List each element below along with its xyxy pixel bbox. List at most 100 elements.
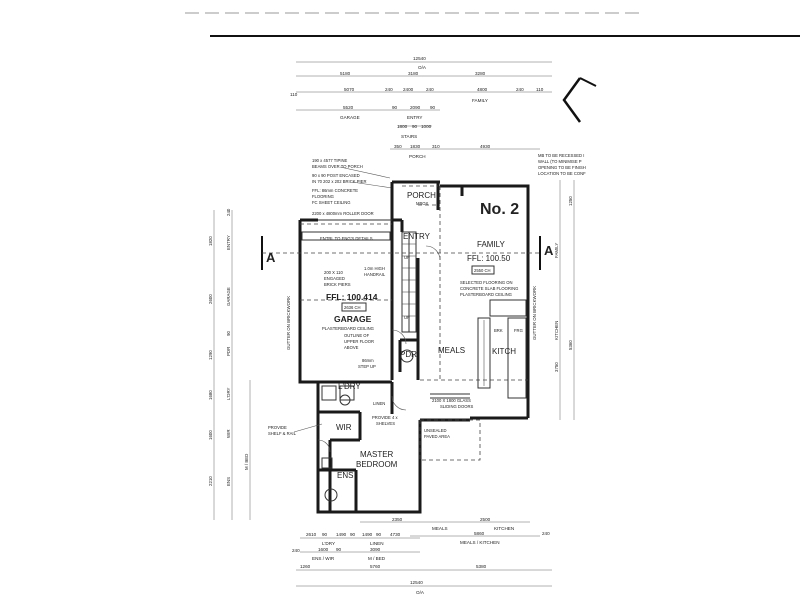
- note-text: PLASTERBOARD CEILING: [460, 292, 512, 297]
- note-text: SLIDING DOORS: [440, 404, 473, 409]
- note-text: BEAMS OVER TO PORCH: [312, 164, 363, 169]
- dim-text: 2610: [306, 532, 317, 537]
- dim-text: 90: [336, 547, 342, 552]
- room-meals: MEALS: [438, 346, 465, 355]
- dim-text: 90: [350, 532, 356, 537]
- dim-text: 350: [394, 144, 402, 149]
- right-dimension-strings: 1250 FAMILY 5360 KITCHEN 3750: [554, 180, 575, 420]
- dim-text: 4730: [390, 532, 401, 537]
- room-master: MASTER: [360, 450, 394, 459]
- dim-text: 4930: [480, 144, 491, 149]
- meter-box-note: MB TO BE RECESSED I WALL (TO MINIMISE P …: [538, 153, 586, 176]
- dim-text: PDR: [226, 347, 231, 356]
- dim-text: 240: [292, 548, 300, 553]
- dim-text: 1250: [568, 196, 573, 206]
- note-text: SHELF & RAIL: [268, 431, 297, 436]
- section-marker-right: A: [544, 243, 554, 258]
- dim-text: 240: [426, 87, 434, 92]
- dim-text: 1600: [318, 547, 329, 552]
- dim-text: FAMILY: [554, 243, 559, 258]
- dim-text: 1600: [208, 430, 213, 440]
- north-arrow-icon: [562, 77, 597, 123]
- note-text: UNSEALED: [424, 428, 447, 433]
- dim-text: 240: [542, 531, 550, 536]
- dim-text: 240: [385, 87, 393, 92]
- stair-up-label: UP: [404, 255, 410, 260]
- note-text: STEP UP: [358, 364, 376, 369]
- room-labels: PORCH MBOX ENTRY UP UP FAMILY FFL: 100.5…: [322, 191, 523, 480]
- interior-notes: ENTRL TO ENG'S DETAILS 200 X 110 ENGAGED…: [268, 236, 518, 439]
- room-garage-ffl: FFL: 100.414: [326, 292, 378, 302]
- room-wir: WIR: [336, 423, 352, 432]
- dim-text: 5360: [568, 340, 573, 350]
- section-marker-left: A: [266, 250, 276, 265]
- note-text: WALL (TO MINIMISE P: [538, 159, 582, 164]
- note-text: BRICK PIERS: [324, 282, 351, 287]
- dim-overall-top: 12540: [413, 56, 426, 61]
- dim-text: 4800: [477, 87, 488, 92]
- dim-text: 5760: [370, 564, 381, 569]
- dim-text: 3180: [408, 71, 419, 76]
- room-frg: FRG: [514, 328, 523, 333]
- dim-text: 1490: [362, 532, 373, 537]
- dim-text: 1800: [397, 124, 408, 129]
- dim-text: 2350: [392, 517, 403, 522]
- dim-text: 1680: [208, 390, 213, 400]
- room-ldry: L'DRY: [338, 382, 361, 391]
- dim-text: STAIRS: [401, 134, 417, 139]
- dim-text: 3280: [475, 71, 486, 76]
- dim-text: 3090: [370, 547, 381, 552]
- note-text: HANDRAIL: [364, 272, 386, 277]
- note-text: FC SHEET CEILING: [312, 200, 351, 205]
- bottom-dimension-strings: 2350 2500 MEALS KITCHEN 5860 MEALS / KIT…: [292, 517, 552, 595]
- dim-text: M / BED: [244, 454, 249, 470]
- dim-text: 5070: [344, 87, 355, 92]
- room-kitch: KITCH: [492, 347, 516, 356]
- gutter-left: GUTTER ON BRICKWORK: [286, 296, 291, 350]
- note-text: ABOVE: [344, 345, 359, 350]
- dim-text: L'DRY: [322, 541, 335, 546]
- dim-text: 90: [392, 105, 398, 110]
- note-text: MB TO BE RECESSED I: [538, 153, 584, 158]
- dim-text: 2400: [403, 87, 414, 92]
- dim-text: ENS: [226, 477, 231, 486]
- note-text: OUTLINE OF: [344, 333, 370, 338]
- top-dimension-strings: 12540 O/A 5180 3180 3280 110 5070 240 24…: [290, 56, 552, 159]
- plan-number: No. 2: [480, 201, 519, 218]
- dim-text: ENS / WIR: [312, 556, 335, 561]
- dim-text: 90: [226, 331, 231, 336]
- dim-text: 3750: [554, 362, 559, 372]
- dim-text: 5380: [476, 564, 487, 569]
- room-garage-ceiling-height: 2636 CH: [344, 305, 361, 310]
- room-bedroom: BEDROOM: [356, 460, 398, 469]
- note-text: 2100 X 1800 GLASS: [432, 398, 471, 403]
- note-text: 90 x 90 POST ENCASED: [312, 173, 360, 178]
- dim-text: ENTRY: [407, 115, 423, 120]
- dim-text: 2210: [208, 476, 213, 486]
- dim-text: MEALS: [432, 526, 448, 531]
- gutter-right: GUTTER ON BRICKWORK: [532, 286, 537, 340]
- dim-text: 310: [432, 144, 440, 149]
- dim-text: GARAGE: [226, 287, 231, 306]
- dim-text: L'DRY: [226, 387, 231, 400]
- dim-text: LINEN: [370, 541, 384, 546]
- dim-text: ENTRY: [226, 235, 231, 250]
- note-text: UPPER FLOOR: [344, 339, 374, 344]
- room-pdr: PDR: [400, 350, 417, 359]
- room-linen: LINEN: [373, 401, 385, 406]
- dim-text: WIR: [226, 429, 231, 438]
- dim-text: 90: [376, 532, 382, 537]
- stair-treads: [401, 231, 417, 333]
- dim-overall-label-top: O/A: [418, 65, 427, 70]
- dim-text: 5180: [340, 71, 351, 76]
- dim-text: 1830: [410, 144, 421, 149]
- dim-text: 2500: [480, 517, 491, 522]
- section-line-a: [261, 236, 541, 270]
- room-family-ceiling: 2550 CH: [474, 268, 491, 273]
- dim-text: 110: [290, 92, 298, 97]
- room-ens: ENS: [337, 471, 353, 480]
- room-entry: ENTRY: [403, 232, 431, 241]
- dim-text: O/A: [416, 590, 425, 595]
- dim-text: KITCHEN: [494, 526, 514, 531]
- dim-text: MEALS / KITCHEN: [460, 540, 500, 545]
